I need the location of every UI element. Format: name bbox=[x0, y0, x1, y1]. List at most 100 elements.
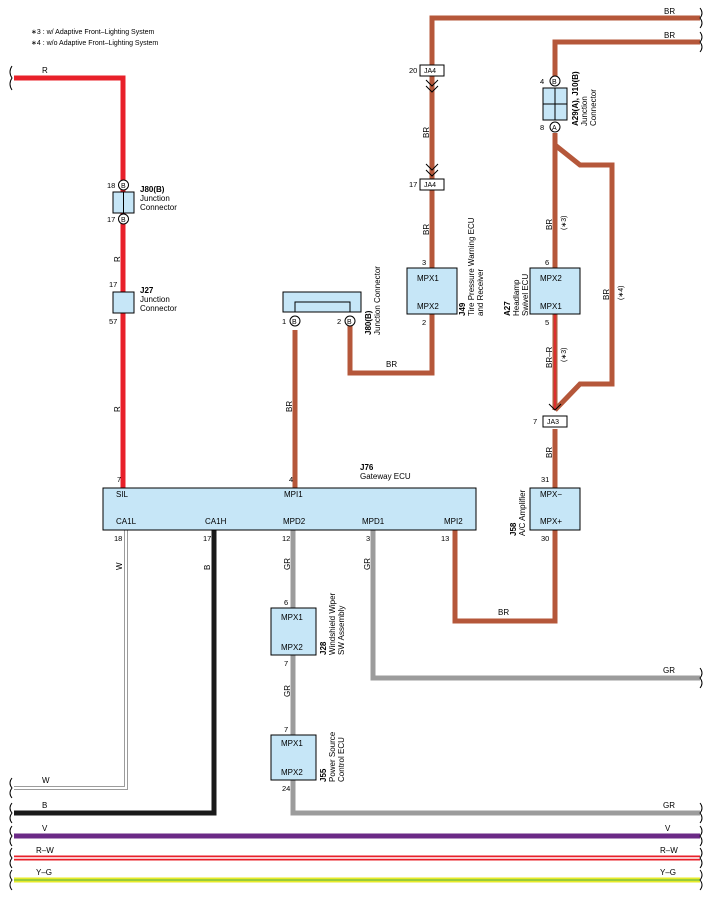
wire-label-sw3b: (∗3) bbox=[561, 348, 568, 362]
pin-j27-17: 17 bbox=[109, 280, 117, 289]
wire-label-br-r: BR–R bbox=[545, 346, 554, 368]
term-mpi1: MPI1 bbox=[284, 490, 303, 499]
svg-text:J49: J49 bbox=[458, 302, 467, 316]
pin-ja3-7: 7 bbox=[533, 417, 537, 426]
component-j28: MPX1 MPX2 6 7 J28 Windshield Wiper SW As… bbox=[270, 592, 346, 668]
svg-text:B: B bbox=[347, 319, 352, 326]
wire-label-r-top: R bbox=[42, 66, 48, 75]
pin-ja4-17: 17 bbox=[409, 180, 417, 189]
pin-j28-6: 6 bbox=[284, 598, 288, 607]
wire-label-r-mid2: R bbox=[113, 406, 122, 412]
wire-gr-mpd1 bbox=[370, 530, 700, 681]
wire-br-bypass bbox=[553, 143, 615, 412]
pin-j55-24: 24 bbox=[282, 784, 290, 793]
wire-label-gr-mpd1: GR bbox=[363, 558, 372, 570]
term-mpi2: MPI2 bbox=[444, 517, 463, 526]
svg-text:SW Assembly: SW Assembly bbox=[337, 606, 346, 655]
wire-yg bbox=[9, 869, 703, 891]
pin-j28-7: 7 bbox=[284, 659, 288, 668]
pin-j80b-17: 17 bbox=[107, 215, 115, 224]
j80b-code: J80(B) bbox=[140, 185, 165, 194]
svg-text:17: 17 bbox=[203, 534, 211, 543]
component-j80b-top: B B 18 17 J80(B) Junction Connector bbox=[107, 179, 177, 225]
note-1: ∗3 : w/ Adaptive Front–Lighting System bbox=[31, 29, 155, 36]
wire-label-w-left: W bbox=[115, 562, 124, 570]
svg-text:J58: J58 bbox=[509, 522, 518, 536]
svg-text:JA3: JA3 bbox=[547, 419, 559, 426]
component-j80b-mid: B B 1 2 J80(B) Junction Connector bbox=[282, 266, 382, 335]
note-2: ∗4 : w/o Adaptive Front–Lighting System bbox=[31, 40, 158, 47]
pin-j80b-2: 2 bbox=[337, 317, 341, 326]
term-mpd1: MPD1 bbox=[362, 517, 385, 526]
wire-br-mpi2 bbox=[452, 530, 558, 624]
wire-label-br-mpi2: BR bbox=[498, 608, 509, 617]
wire-label-gr-mpd1-end: GR bbox=[663, 666, 675, 675]
svg-text:MPX1: MPX1 bbox=[540, 302, 562, 311]
svg-text:4: 4 bbox=[289, 475, 293, 484]
pin-j10-4: 4 bbox=[540, 77, 544, 86]
wire-label-br-top1: BR bbox=[664, 7, 675, 16]
pin-j55-7: 7 bbox=[284, 725, 288, 734]
wire-label-br-ja4: BR bbox=[422, 127, 431, 138]
wire-label-gr-j28: GR bbox=[283, 558, 292, 570]
svg-text:18: 18 bbox=[114, 534, 122, 543]
wire-label-gr-bottom: GR bbox=[663, 801, 675, 810]
svg-text:J28: J28 bbox=[319, 641, 328, 655]
svg-text:Connector: Connector bbox=[140, 203, 177, 212]
component-j49: MPX1 MPX2 3 2 J49 Tire Pressure Warning … bbox=[406, 217, 485, 327]
svg-text:A/C Amplifier: A/C Amplifier bbox=[518, 489, 527, 536]
pin-j80b-1: 1 bbox=[282, 317, 286, 326]
svg-text:MPX+: MPX+ bbox=[540, 517, 562, 526]
component-j10: B A 4 8 A29(A), J10(B) Junction Connecto… bbox=[540, 71, 598, 133]
pin-a27-5: 5 bbox=[545, 318, 549, 327]
svg-text:J55: J55 bbox=[319, 768, 328, 782]
svg-text:Control ECU: Control ECU bbox=[337, 737, 346, 782]
svg-text:J76: J76 bbox=[360, 463, 374, 472]
pin-ja4-20: 20 bbox=[409, 66, 417, 75]
term-mpd2: MPD2 bbox=[283, 517, 306, 526]
wire-label-b-left: B bbox=[203, 565, 212, 570]
wire-label-v-right: V bbox=[665, 824, 671, 833]
connector-ja4-bottom: JA4 17 bbox=[409, 163, 445, 191]
wire-label-sw3: (∗3) bbox=[561, 216, 568, 230]
connector-ja3: JA3 7 bbox=[533, 403, 568, 428]
svg-text:Swivel ECU: Swivel ECU bbox=[521, 274, 530, 316]
svg-text:Junction: Junction bbox=[140, 194, 170, 203]
wire-label-sw4: (∗4) bbox=[618, 286, 625, 300]
component-j76: J76 Gateway ECU SIL MPI1 CA1L CA1H MPD2 … bbox=[102, 463, 477, 543]
svg-text:Windshield Wiper: Windshield Wiper bbox=[328, 592, 337, 655]
wire-w bbox=[9, 530, 128, 799]
svg-text:Power Source: Power Source bbox=[328, 731, 337, 782]
pin-a27-6: 6 bbox=[545, 258, 549, 267]
wire-label-yg-right: Y–G bbox=[660, 868, 676, 877]
wire-label-v-left: V bbox=[42, 824, 48, 833]
svg-text:MPX−: MPX− bbox=[540, 490, 562, 499]
svg-text:MPX1: MPX1 bbox=[281, 613, 303, 622]
pin-j27-57: 57 bbox=[109, 317, 117, 326]
svg-text:MPX2: MPX2 bbox=[417, 302, 439, 311]
wire-r bbox=[9, 65, 126, 488]
wire-label-br-top2: BR bbox=[664, 31, 675, 40]
term-ca1h: CA1H bbox=[205, 517, 227, 526]
svg-text:A: A bbox=[552, 125, 557, 132]
wire-v bbox=[9, 825, 703, 847]
component-a27: MPX2 MPX1 6 5 A27 Headlamp Swivel ECU bbox=[503, 258, 581, 327]
svg-text:MPX1: MPX1 bbox=[417, 274, 439, 283]
component-j27: 17 57 J27 Junction Connector bbox=[109, 280, 177, 326]
wire-rw bbox=[9, 847, 703, 869]
wire-label-gr-j55: GR bbox=[283, 685, 292, 697]
svg-text:Headlamp: Headlamp bbox=[512, 279, 521, 316]
pin-j10-8: 8 bbox=[540, 123, 544, 132]
svg-text:Gateway ECU: Gateway ECU bbox=[360, 472, 411, 481]
svg-text:B: B bbox=[121, 183, 126, 190]
term-sil: SIL bbox=[116, 490, 129, 499]
wire-label-br-mpi1: BR bbox=[285, 401, 294, 412]
svg-text:and Receiver: and Receiver bbox=[476, 269, 485, 316]
svg-text:Connector: Connector bbox=[140, 304, 177, 313]
svg-text:Junction: Junction bbox=[140, 295, 170, 304]
wire-label-br-j80: BR bbox=[386, 360, 397, 369]
connector-ja4-top: JA4 20 bbox=[409, 64, 445, 93]
wire-label-br-a27: BR bbox=[545, 219, 554, 230]
wire-label-r-mid1: R bbox=[113, 256, 122, 262]
pin-j49-3: 3 bbox=[422, 258, 426, 267]
